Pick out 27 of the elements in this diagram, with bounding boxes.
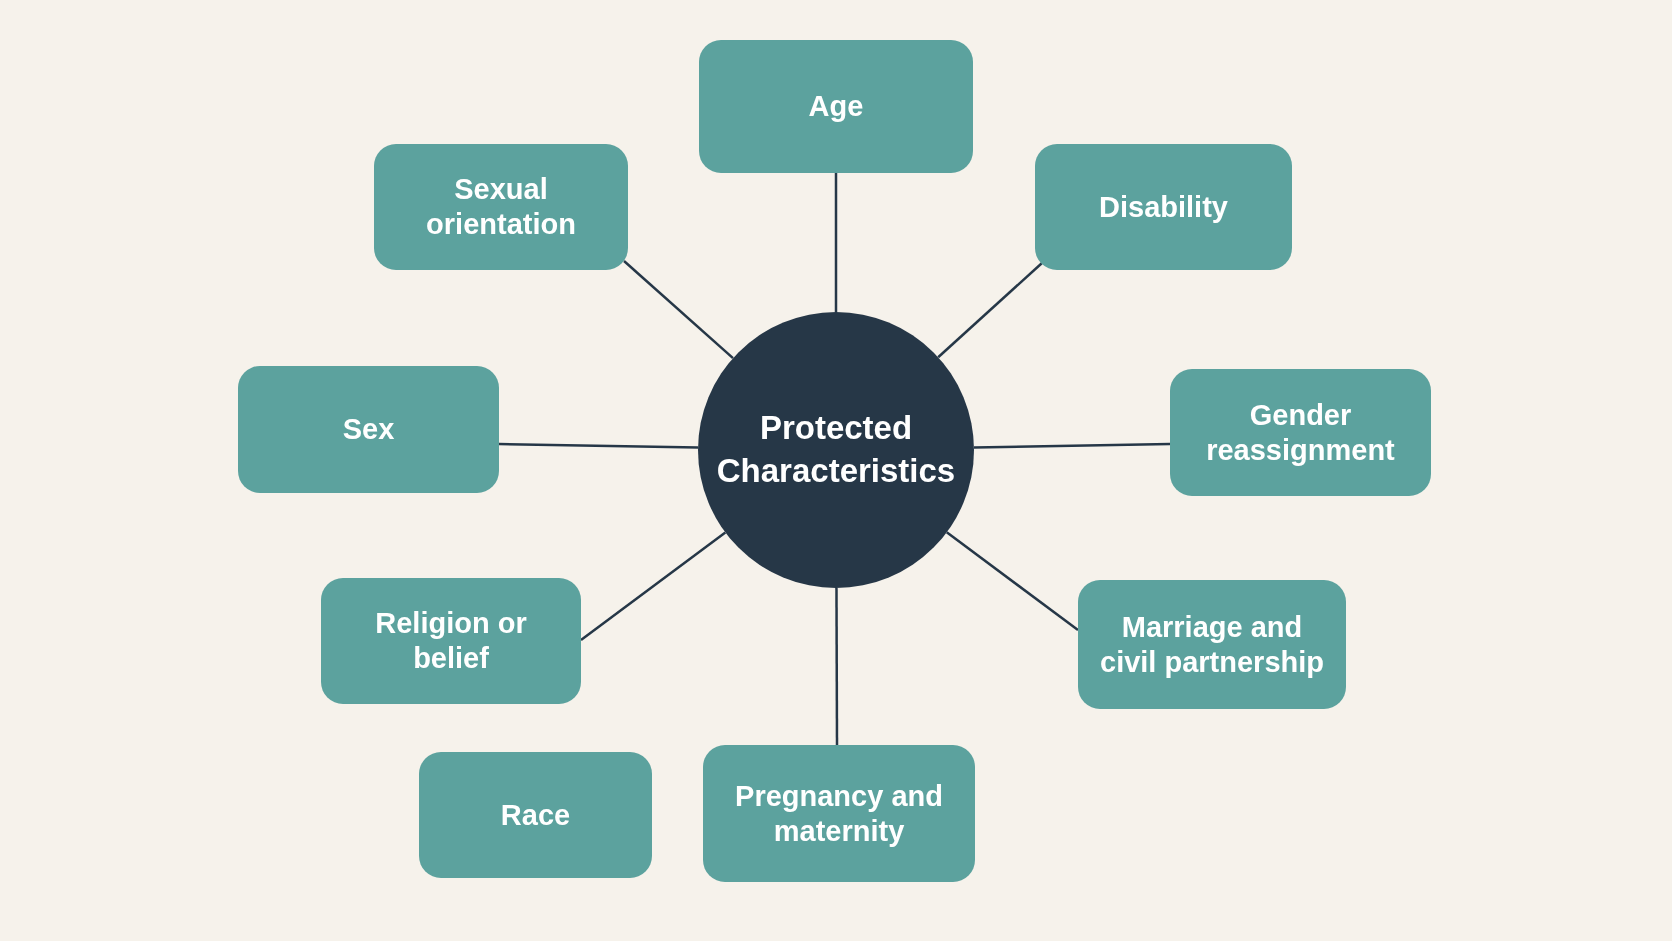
- node-label: Gender reassignment: [1205, 397, 1396, 468]
- connector-line: [946, 531, 1079, 631]
- topic-box: [699, 40, 973, 173]
- topic-box: [1035, 144, 1292, 270]
- topic-box: [1078, 580, 1346, 709]
- topic-box: [703, 745, 975, 882]
- connector-line: [973, 442, 1171, 449]
- node-label: Race: [500, 797, 571, 833]
- connector-line: [623, 260, 734, 360]
- node-label: Disability: [1099, 189, 1228, 225]
- topic-box: [419, 752, 652, 878]
- connector-line: [835, 588, 839, 745]
- node-label: Religion or belief: [374, 606, 528, 676]
- node-label: Sexual orientation: [425, 172, 577, 242]
- connector-line: [937, 262, 1043, 359]
- node-label: Pregnancy and maternity: [734, 778, 944, 849]
- node-label: Sex: [342, 412, 395, 447]
- topic-box: [374, 144, 628, 270]
- connector-line: [498, 442, 699, 449]
- topic-box: [1170, 369, 1431, 496]
- topic-box: [321, 578, 581, 704]
- connector-line: [580, 531, 727, 641]
- node-label: Age: [808, 89, 864, 124]
- node-label: Protected Characteristics: [715, 408, 957, 491]
- topic-box: [238, 366, 499, 493]
- connector-line: [834, 173, 838, 312]
- node-label: Marriage and civil partnership: [1100, 609, 1324, 680]
